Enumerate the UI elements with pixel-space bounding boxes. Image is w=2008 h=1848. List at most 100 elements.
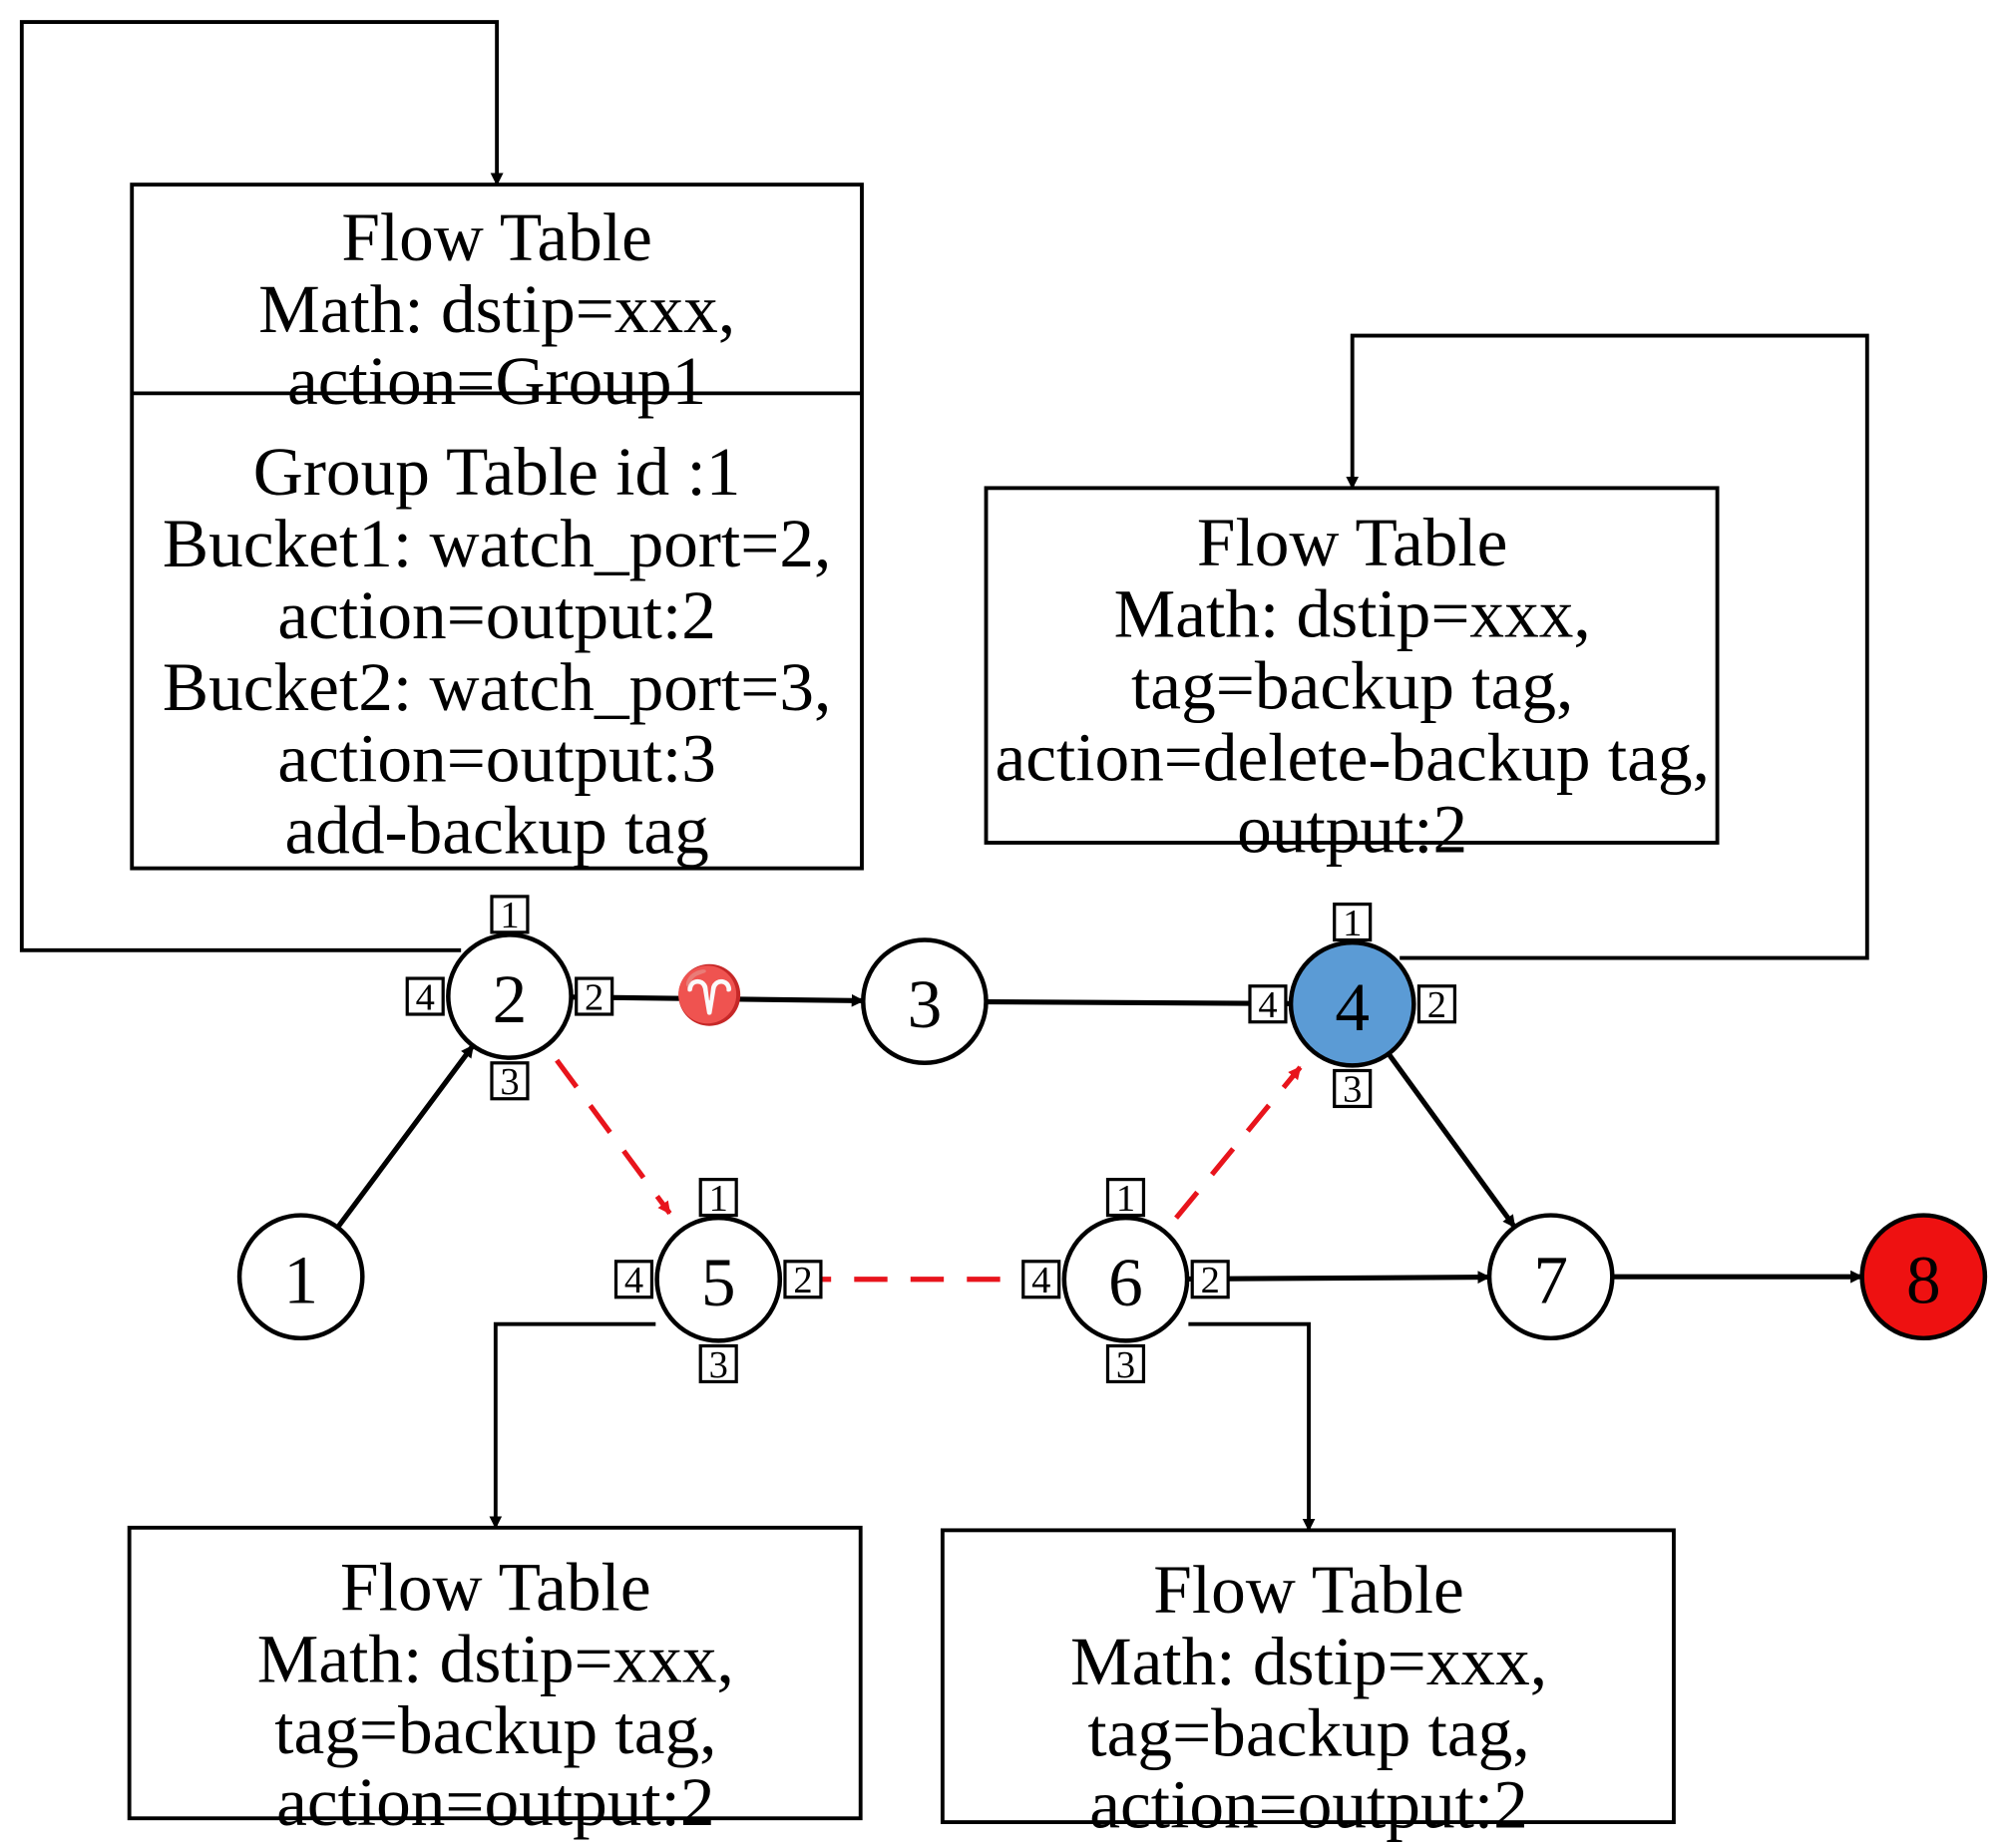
port-box-3: [1333, 1068, 1373, 1109]
port-box-3: [698, 1343, 738, 1384]
port-label: 1: [500, 895, 519, 936]
port-label: 3: [500, 1061, 519, 1103]
port-label: 4: [1258, 984, 1277, 1026]
table-line: Bucket2: watch_port=3,: [163, 648, 831, 725]
node-circle[interactable]: [1061, 1215, 1190, 1343]
table-link-4: [1346, 333, 1869, 960]
port-label: 2: [793, 1260, 812, 1301]
table-line: Math: dstip=xxx,: [258, 270, 735, 347]
port-label: 4: [624, 1260, 643, 1301]
switch-node-5[interactable]: 5 1 2 3 4: [613, 1178, 823, 1386]
table-frame: [940, 1528, 1676, 1825]
port-label: 1: [709, 1178, 728, 1220]
table-line: add-backup tag: [284, 792, 708, 869]
table-line: Group Table id :1: [253, 433, 741, 510]
table-line: tag=backup tag,: [1087, 1694, 1529, 1771]
switch-node-7[interactable]: 7: [1486, 1213, 1615, 1341]
table-line: action=delete-backup tag,: [995, 718, 1709, 795]
port-box-1: [1105, 1178, 1146, 1218]
node-circle[interactable]: [861, 937, 989, 1066]
link-2-3: [571, 993, 865, 1007]
switch-node-2[interactable]: 2 1 2 3 4: [405, 895, 614, 1103]
table-title: Flow Table: [341, 198, 652, 275]
table-frame: [984, 486, 1720, 845]
port-label: 3: [709, 1344, 728, 1386]
table-line: Math: dstip=xxx,: [1114, 575, 1591, 652]
port-box-3: [490, 1061, 530, 1101]
table-line: output:2: [1237, 790, 1467, 867]
node-circle[interactable]: [654, 1215, 783, 1343]
link-3-4: [986, 996, 1293, 1010]
port-box-3: [1105, 1343, 1146, 1384]
port-box-1: [1333, 902, 1373, 942]
port-label: 1: [1343, 903, 1362, 944]
table-link-5: [489, 1321, 656, 1530]
port-label: 4: [416, 976, 435, 1018]
link-failure-mark: ♈: [674, 962, 744, 1027]
table-line: tag=backup tag,: [274, 1691, 716, 1768]
node-label: 8: [1906, 1241, 1941, 1317]
port-box-4: [1248, 984, 1288, 1024]
node-circle[interactable]: [1859, 1213, 1988, 1341]
switch-node-1[interactable]: 1: [236, 1213, 365, 1341]
backup-link-6-4: [1174, 1065, 1303, 1220]
table-link-2: [19, 20, 504, 952]
switch-node-4[interactable]: 4 1 2 3 4: [1248, 902, 1457, 1111]
port-label: 2: [1201, 1260, 1220, 1301]
node-label: 5: [701, 1244, 736, 1320]
node-circle[interactable]: [1486, 1213, 1615, 1341]
port-box-2: [1416, 984, 1457, 1024]
network-links: ♈: [335, 962, 1863, 1287]
table-line: action=output:2: [1089, 1766, 1528, 1843]
port-box-4: [613, 1260, 654, 1299]
node-label: 6: [1108, 1244, 1143, 1320]
node-circle[interactable]: [1288, 939, 1416, 1068]
node-label: 7: [1533, 1241, 1568, 1317]
port-label: 2: [585, 976, 603, 1018]
port-label: 2: [1427, 984, 1446, 1026]
node-label: 1: [283, 1241, 318, 1317]
node-label: 2: [493, 960, 528, 1037]
port-label: 1: [1116, 1178, 1135, 1220]
port-box-1: [698, 1178, 738, 1218]
switch-node-6[interactable]: 6 1 2 3 4: [1021, 1178, 1230, 1386]
table-line: Math: dstip=xxx,: [1070, 1623, 1547, 1699]
port-box-1: [490, 895, 530, 934]
node-circle[interactable]: [236, 1213, 365, 1341]
table-line: action=output:2: [277, 576, 716, 653]
table-line: action=Group1: [287, 342, 706, 419]
table-line: Bucket1: watch_port=2,: [163, 505, 831, 581]
port-box-2: [783, 1260, 823, 1299]
switch-node-8[interactable]: 8: [1859, 1213, 1988, 1341]
table-frame: [127, 1525, 863, 1821]
table-title: Flow Table: [340, 1548, 651, 1625]
table-title: Flow Table: [1197, 504, 1508, 580]
link-4-7: [1386, 1052, 1517, 1229]
port-box-2: [575, 976, 614, 1016]
backup-link-2-5: [555, 1058, 672, 1216]
link-1-2: [335, 1043, 476, 1230]
port-box-4: [1021, 1260, 1061, 1299]
table-frame: [130, 183, 864, 871]
link-6-7: [1187, 1271, 1491, 1285]
table-line: Math: dstip=xxx,: [257, 1620, 734, 1696]
port-label: 3: [1116, 1344, 1135, 1386]
table-title: Flow Table: [1153, 1551, 1464, 1628]
table-line: tag=backup tag,: [1131, 647, 1573, 724]
table-line: action=output:2: [276, 1763, 714, 1840]
port-box-2: [1190, 1260, 1230, 1299]
node-label: 3: [908, 965, 943, 1042]
port-label: 4: [1031, 1260, 1050, 1301]
port-box-4: [405, 976, 445, 1016]
table-link-6: [1188, 1321, 1316, 1532]
node-label: 4: [1335, 968, 1370, 1045]
switch-node-3[interactable]: 3: [861, 937, 989, 1066]
node-circle[interactable]: [446, 932, 574, 1060]
port-label: 3: [1343, 1069, 1362, 1111]
